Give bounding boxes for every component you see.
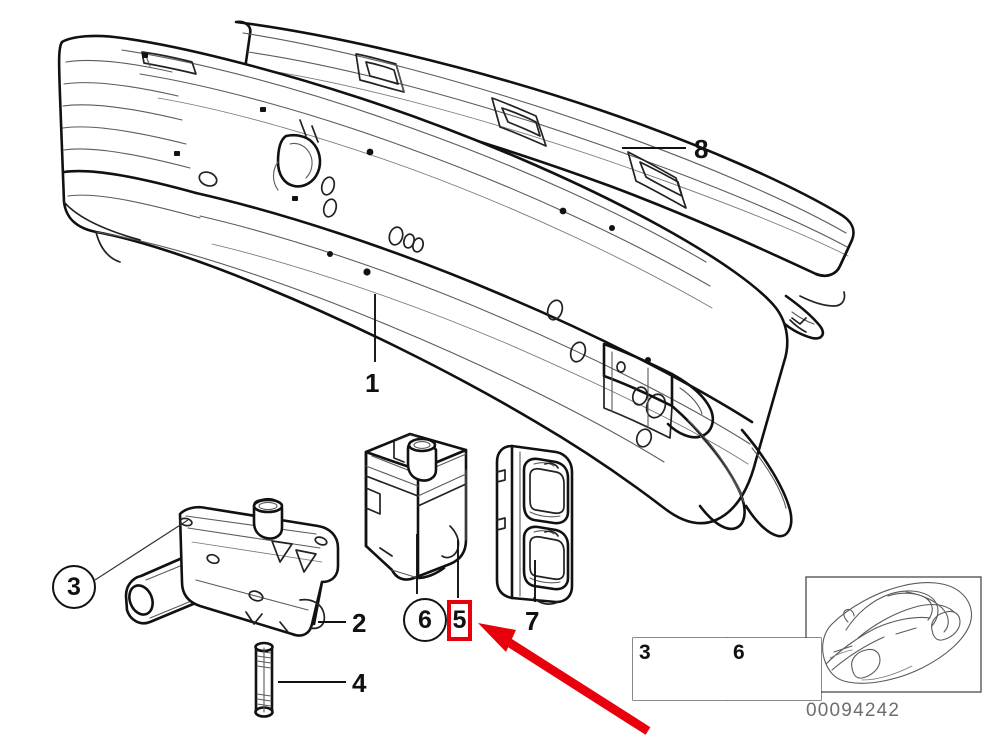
detail-box-6: 6 (727, 638, 821, 700)
callout-label-6: 6 (418, 605, 432, 634)
callout-highlight-box-5: 5 (447, 600, 472, 641)
carrier-punch-holes (198, 171, 667, 448)
callout-label-8: 8 (694, 134, 709, 164)
annotation-arrow (478, 623, 651, 735)
carrier-center-boss (272, 119, 322, 191)
detail-box-3-label: 3 (639, 641, 651, 664)
detail-box-3: 3 (633, 638, 727, 700)
trim-strip-embossments (355, 53, 687, 209)
part-number-text: 00094242 (806, 700, 901, 721)
energy-absorber-pad-part7 (495, 444, 574, 605)
impact-absorber-block-part5 (364, 432, 468, 581)
impact-absorber-part2 (124, 497, 340, 637)
leader-lines (94, 147, 686, 683)
callout-label-5: 5 (452, 606, 467, 634)
callout-label-1: 1 (365, 368, 380, 398)
callout-label-3: 3 (67, 572, 81, 601)
vehicle-thumbnail-art (822, 582, 973, 684)
carrier-right-bracket (602, 342, 715, 439)
detail-box-6-label: 6 (733, 641, 745, 664)
callout-label-7: 7 (525, 606, 540, 636)
callout-circle-6: 6 (403, 598, 447, 642)
callout-label-4: 4 (352, 668, 367, 698)
trim-strip-part8 (234, 20, 855, 340)
bolt-part4 (254, 641, 274, 718)
callout-label-2: 2 (352, 608, 367, 638)
bumper-carrier-part1 (57, 34, 793, 538)
callout-circle-3: 3 (52, 565, 96, 609)
